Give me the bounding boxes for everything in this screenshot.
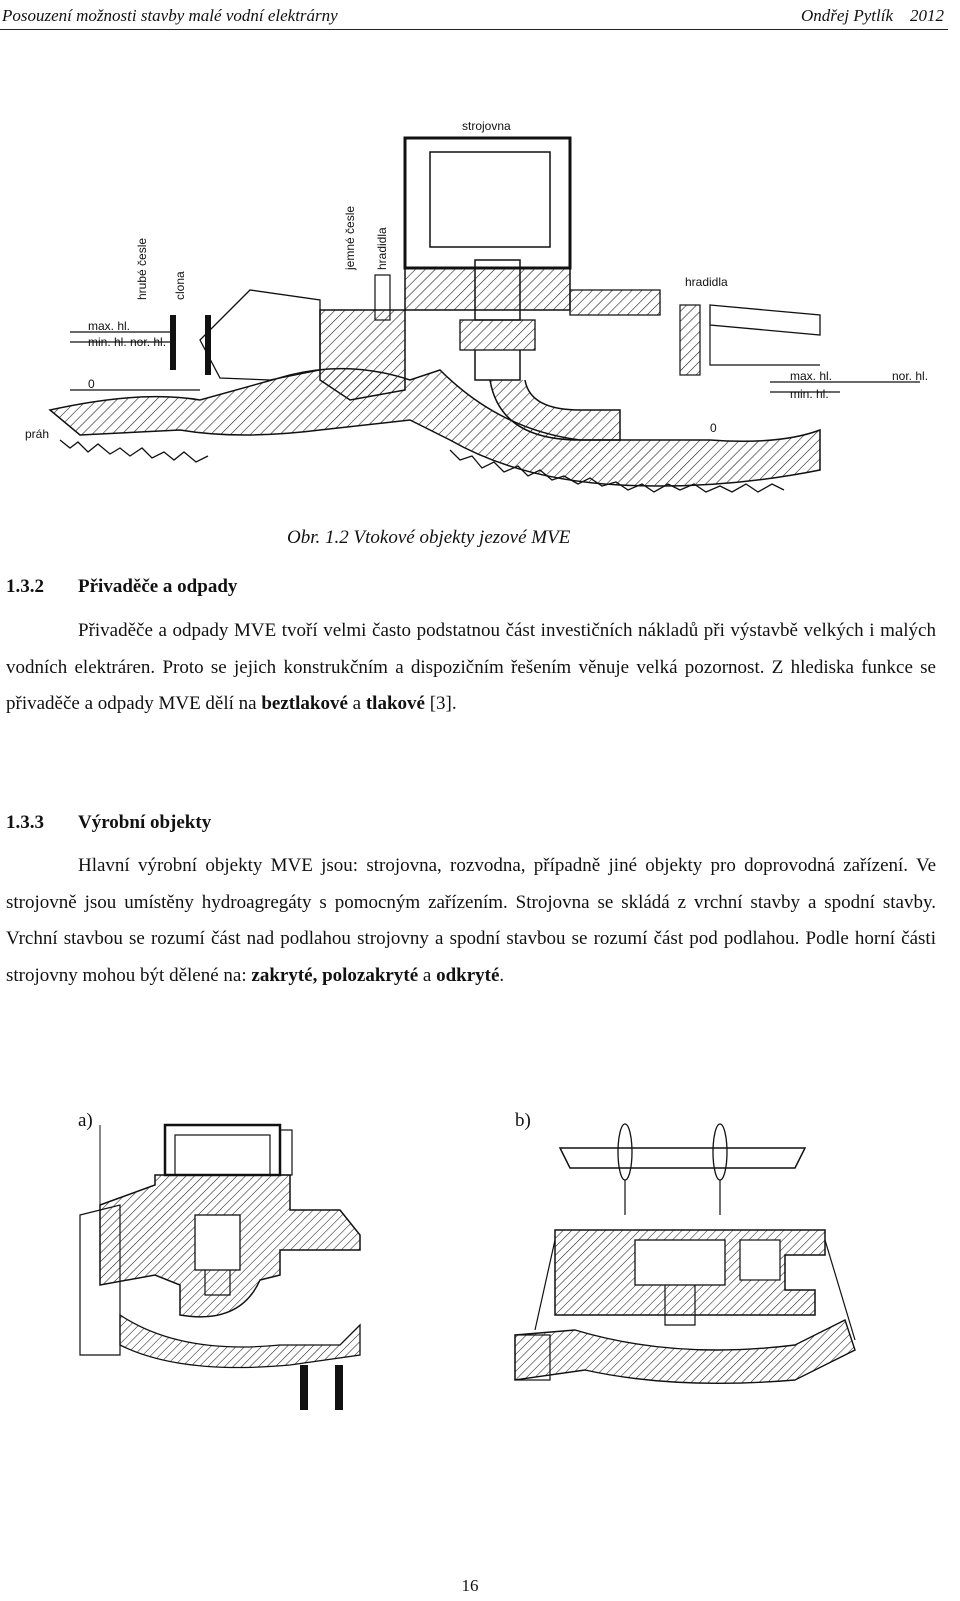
term-beztlakove: beztlakové	[261, 693, 348, 714]
page-header: Posouzení možnosti stavby malé vodní ele…	[2, 6, 944, 30]
label-hradidla: hradidla	[685, 275, 728, 289]
figure2-label-a: a)	[78, 1110, 93, 1131]
figure-powerhouse-a-drawing	[79, 1123, 361, 1410]
term-zakryte-polozakryte: zakryté, polozakryté	[251, 964, 419, 986]
label-hrube-cesle: hrubé česle	[135, 238, 149, 300]
label-max-hl-right: max. hl.	[790, 369, 832, 383]
page-number: 16	[461, 1576, 479, 1595]
term-odkryte: odkryté	[436, 964, 500, 986]
label-strojovna: strojovna	[462, 119, 511, 133]
label-max-hl-left: max. hl.	[88, 319, 130, 333]
header-author: Ondřej Pytlík	[800, 6, 893, 25]
paragraph-text: Přivaděče a odpady MVE tvoří velmi často…	[6, 620, 936, 714]
section-title: Přivaděče a odpady	[78, 576, 238, 597]
figure2-label-b: b)	[515, 1110, 531, 1131]
label-prah: práh	[25, 427, 49, 441]
label-hradidla-vertical: hradidla	[375, 227, 389, 270]
section-title: Výrobní objekty	[78, 812, 212, 833]
header-author-year: Ondřej Pytlík 2012	[801, 6, 944, 26]
label-zero-right: 0	[710, 421, 717, 435]
term-tlakove: tlakové	[365, 693, 425, 714]
label-nor-hl-right: nor. hl.	[892, 369, 928, 383]
figure-weir-intake-drawing: strojovna hrubé česle clona jemné česle …	[25, 119, 928, 493]
paragraph-133: Hlavní výrobní objekty MVE jsou: strojov…	[6, 848, 936, 994]
paragraph-132: Přivaděče a odpady MVE tvoří velmi často…	[6, 613, 936, 723]
section-heading-132: 1.3.2 Přivaděče a odpady	[6, 576, 237, 598]
header-year: 2012	[910, 6, 944, 25]
figure-powerhouse-b-drawing	[514, 1123, 856, 1385]
paragraph-text: [3].	[424, 693, 457, 714]
label-jemne-cesle: jemné česle	[343, 206, 357, 271]
label-clona: clona	[173, 271, 187, 300]
header-title: Posouzení možnosti stavby malé vodní ele…	[2, 6, 338, 25]
section-heading-133: 1.3.3 Výrobní objekty	[6, 812, 211, 834]
label-zero-left: 0	[88, 377, 95, 391]
paragraph-text: a	[418, 964, 437, 986]
section-number: 1.3.2	[6, 576, 44, 597]
paragraph-text: a	[347, 693, 366, 714]
paragraph-text: .	[499, 964, 505, 986]
label-min-nor-hl-left: min. hl. nor. hl.	[88, 335, 166, 349]
figure1-caption: Obr. 1.2 Vtokové objekty jezové MVE	[287, 527, 571, 548]
paragraph-text: Hlavní výrobní objekty MVE jsou: strojov…	[6, 855, 936, 986]
section-number: 1.3.3	[6, 812, 44, 833]
header-rule	[0, 29, 948, 30]
label-min-hl-right: min. hl.	[790, 387, 829, 401]
